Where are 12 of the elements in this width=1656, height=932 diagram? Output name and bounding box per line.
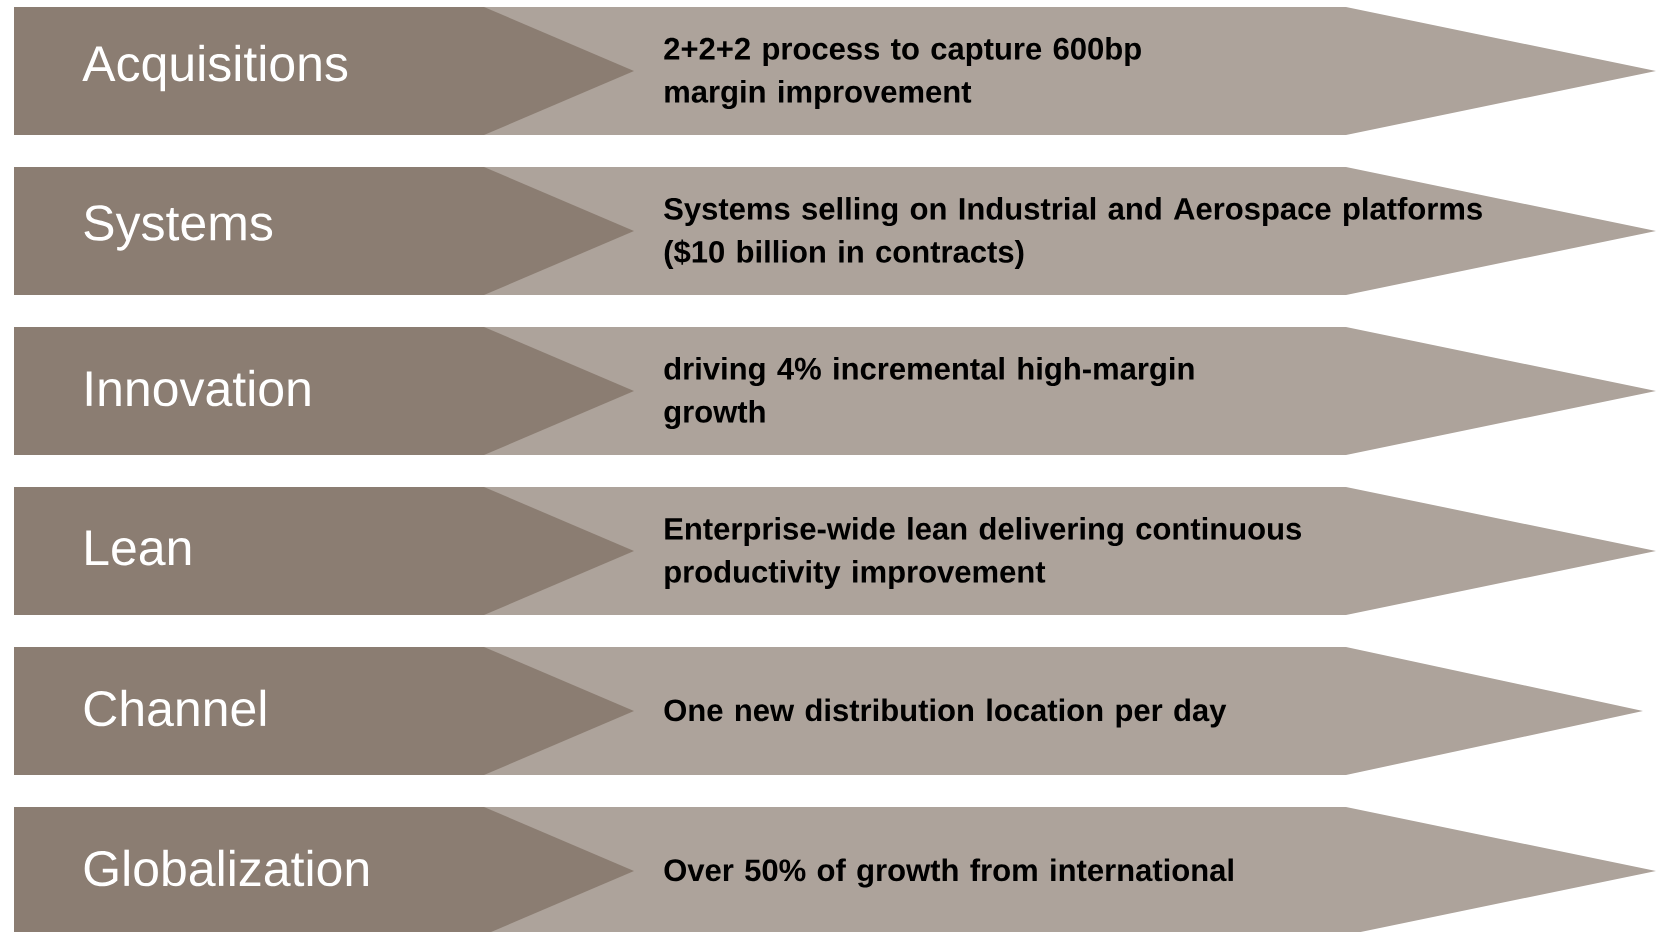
- chevron-box: Systems: [14, 167, 634, 295]
- arrow-band: driving 4% incremental high-margin growth: [484, 327, 1656, 455]
- arrow-band: Systems selling on Industrial and Aerospace platforms ($10 billion in contracts): [484, 167, 1656, 295]
- chevron-box: Channel: [14, 647, 634, 775]
- chevron-box: Acquisitions: [14, 7, 634, 135]
- arrow-band: Over 50% of growth from international: [484, 807, 1656, 932]
- chevron-box: Globalization: [14, 807, 634, 932]
- chevron-box: Innovation: [14, 327, 634, 455]
- arrow-band: 2+2+2 process to capture 600bp margin improvement: [484, 7, 1656, 135]
- arrow-band: One new distribution location per day: [484, 647, 1643, 775]
- arrow-band: Enterprise-wide lean delivering continuous productivity improvement: [484, 487, 1656, 615]
- chevron-box: Lean: [14, 487, 634, 615]
